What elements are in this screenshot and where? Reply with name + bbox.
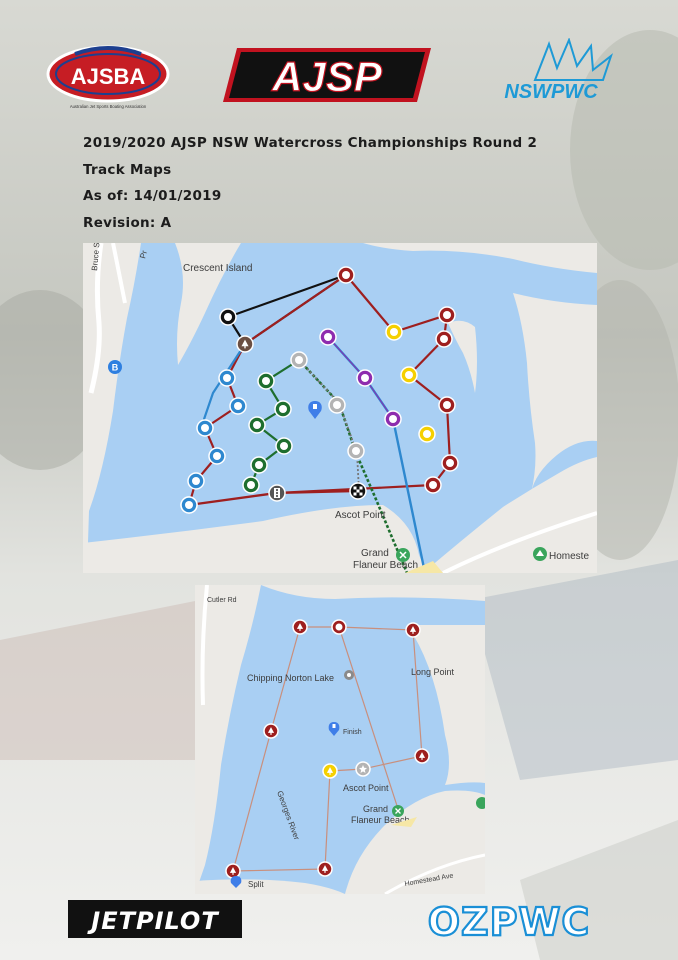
buoy-marker (187, 472, 205, 490)
buoy-marker (274, 400, 292, 418)
map2-label-split: Split (248, 880, 264, 889)
map2-buoys (225, 619, 430, 879)
document-title: 2019/2020 AJSP NSW Watercross Championsh… (83, 135, 538, 151)
nswpwc-logo: NSWPWC (487, 37, 627, 104)
buoy-marker (438, 306, 456, 324)
buoy-marker (337, 266, 355, 284)
buoy-marker (385, 323, 403, 341)
map2-course-lines (232, 626, 423, 872)
ajsba-logo-subtext: Australian Jet Sports Boating Associatio… (70, 104, 147, 109)
jetpilot-logo: JETPILOT (68, 900, 242, 938)
ozpwc-logo-text: OZPWC (428, 900, 591, 943)
map1-park-icon (396, 548, 410, 562)
nswpwc-logo-text: NSWPWC (504, 81, 598, 103)
document-subtitle: Track Maps (83, 162, 172, 178)
buoy-marker (328, 396, 346, 414)
map1-bus-stop-icon: B (108, 360, 122, 374)
buoy-marker (400, 366, 418, 384)
map1-buoys (180, 266, 459, 514)
ajsba-logo-text: AJSBA (71, 64, 146, 89)
map1-road-label-bruce-st: Bruce St (90, 243, 102, 271)
buoy-turn-icon (317, 861, 333, 877)
map1-road-label-pr: Pr (138, 249, 149, 259)
buoy-marker (290, 351, 308, 369)
map2-finish-pin-icon (328, 722, 340, 736)
buoy-marker (229, 397, 247, 415)
map1-label-homestead: Homeste (549, 551, 589, 562)
map2-lake-pin-icon (344, 670, 354, 680)
buoy-marker (418, 425, 436, 443)
ajsp-logo-text: AJSP (271, 53, 383, 100)
buoy-turn-icon (225, 863, 241, 879)
map2-east-park-icon (476, 797, 485, 809)
buoy-marker (331, 619, 347, 635)
buoy-turn-icon (236, 335, 254, 353)
map1-label-ascot-point: Ascot Point (335, 510, 386, 521)
track-map-1: Bruce St Pr Crescent Island Ascot Point … (83, 243, 597, 573)
map2-label-finish: Finish (343, 729, 362, 736)
ozpwc-logo: OZPWC (424, 897, 594, 945)
map2-label-flaneur-beach: Flaneur Beach (351, 815, 410, 825)
start-lights-icon (268, 484, 286, 502)
buoy-turn-icon (414, 748, 430, 764)
buoy-marker (250, 456, 268, 474)
map1-label-crescent-island: Crescent Island (183, 263, 252, 274)
buoy-turn-icon (322, 763, 338, 779)
track-map-2: Cutler Rd Homestead Ave Chipping Norton … (195, 585, 485, 894)
buoy-turn-icon (292, 619, 308, 635)
map2-label-chipping-norton-lake: Chipping Norton Lake (247, 673, 334, 683)
buoy-marker (347, 442, 365, 460)
buoy-marker (384, 410, 402, 428)
map1-pin-icon (308, 401, 322, 419)
buoy-marker (424, 476, 442, 494)
ajsba-logo: AJSBA Australian Jet Sports Boating Asso… (45, 42, 171, 112)
as-of-date: As of: 14/01/2019 (83, 188, 222, 204)
buoy-marker (242, 476, 260, 494)
map2-label-grand: Grand (363, 804, 388, 814)
buoy-marker (319, 328, 337, 346)
map2-park-icon (392, 805, 404, 817)
map2-split-pin-icon (230, 876, 242, 888)
map1-label-grand: Grand (361, 548, 389, 559)
map2-label-long-point: Long Point (411, 667, 455, 677)
ajsp-logo: AJSP (219, 44, 435, 106)
buoy-marker (356, 369, 374, 387)
map1-homestead-park-icon (533, 547, 547, 561)
buoy-marker (275, 437, 293, 455)
map1-label-flaneur-beach: Flaneur Beach (353, 560, 418, 571)
buoy-marker (196, 419, 214, 437)
buoy-marker (435, 330, 453, 348)
buoy-marker (219, 308, 237, 326)
buoy-star-icon (355, 761, 371, 777)
buoy-marker (208, 447, 226, 465)
buoy-turn-icon (263, 723, 279, 739)
buoy-marker (257, 372, 275, 390)
map2-road-label-cutler-rd: Cutler Rd (207, 597, 237, 604)
buoy-turn-icon (405, 622, 421, 638)
buoy-marker (248, 416, 266, 434)
jetpilot-logo-text: JETPILOT (87, 907, 219, 935)
buoy-marker (218, 369, 236, 387)
svg-text:B: B (112, 363, 119, 373)
buoy-marker (438, 396, 456, 414)
revision-label: Revision: A (83, 215, 172, 231)
buoy-marker (180, 496, 198, 514)
buoy-marker (441, 454, 459, 472)
checkered-flag-icon (349, 482, 367, 500)
map2-label-ascot-point: Ascot Point (343, 783, 389, 793)
